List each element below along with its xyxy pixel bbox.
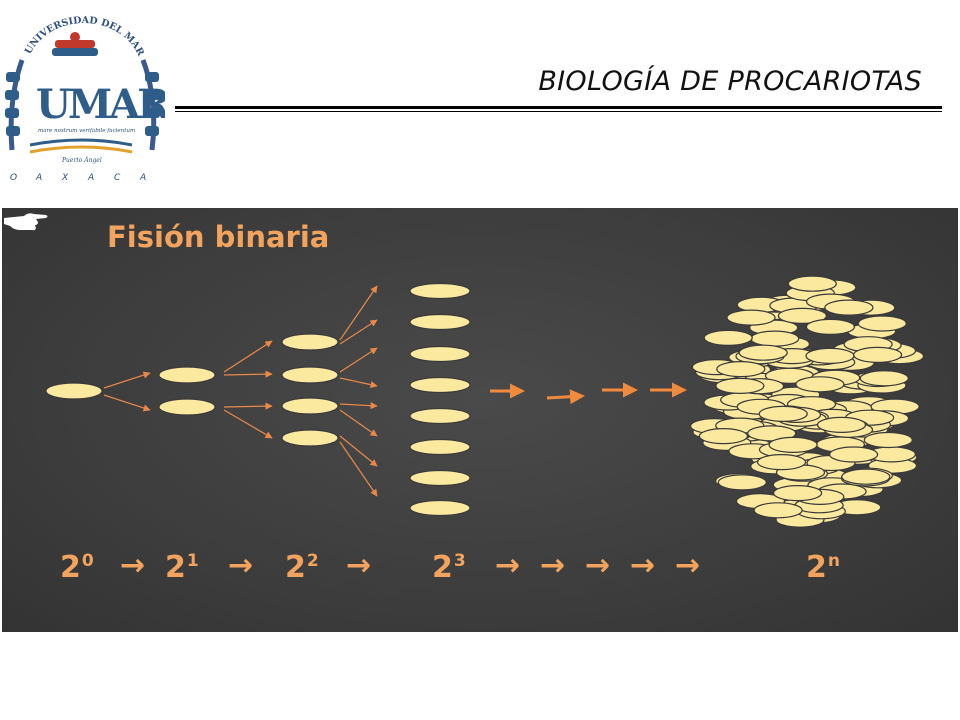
bacterial-cell [409, 407, 471, 425]
logo-motto: mare nostrum verifabile facientum [38, 128, 135, 134]
logo-state-letter: A [139, 173, 146, 183]
division-arrow [339, 319, 378, 345]
bacterial-cell [45, 382, 103, 400]
logo-state-letter: C [114, 173, 121, 183]
sequence-arrow: → [585, 548, 611, 583]
division-arrow [339, 409, 378, 437]
cluster-cell [805, 318, 856, 336]
cluster-cell [717, 474, 767, 491]
cluster-cell [750, 330, 800, 347]
division-arrow [339, 347, 378, 373]
bacterial-cell [409, 438, 471, 456]
cluster-cell [824, 299, 874, 316]
cluster-cell [715, 377, 765, 394]
division-arrow [223, 340, 273, 373]
bacterial-cell [158, 398, 216, 416]
division-arrow [103, 394, 151, 412]
power-2-0: 20 [60, 550, 94, 585]
cluster-cell [756, 454, 807, 471]
logo-state-letter: X [61, 173, 69, 183]
cluster-cell [828, 446, 879, 463]
division-arrow [339, 285, 378, 341]
title-rule [175, 106, 942, 109]
power-2-2: 22 [285, 550, 319, 585]
division-arrow [223, 402, 273, 410]
sequence-arrow: → [630, 548, 656, 583]
cluster-cell [698, 428, 749, 445]
cluster-cell [787, 275, 837, 292]
bacterial-cell [409, 499, 471, 517]
logo-monogram: UMAR [36, 81, 165, 128]
cluster-cell [805, 347, 855, 364]
bacterial-cell [158, 366, 216, 384]
cluster-cell [753, 502, 803, 519]
cluster-cell [859, 370, 909, 387]
cluster-cell [758, 405, 808, 422]
sequence-arrow: → [495, 548, 521, 583]
division-arrow [223, 370, 273, 378]
bacterial-cell [281, 397, 339, 415]
cluster-cell [863, 431, 913, 449]
division-arrow [339, 435, 378, 467]
power-2-1: 21 [165, 550, 199, 585]
bacterial-cell [281, 366, 339, 384]
bacterial-cell [281, 429, 339, 447]
bacterial-cell [281, 333, 339, 351]
cluster-cell [716, 361, 766, 378]
logo-campus: Puerto Ángel [61, 157, 102, 164]
division-arrow [339, 402, 378, 410]
cluster-cell [777, 307, 828, 325]
sequence-arrow: → [675, 548, 701, 583]
division-arrow [546, 389, 585, 405]
sequence-arrow: → [540, 548, 566, 583]
sequence-arrow: → [120, 548, 146, 583]
slide-title: BIOLOGÍA DE PROCARIOTAS [538, 66, 922, 97]
binary-fission-figure: Fisión binaria 20 → 21 → 22 → 23 → → → →… [2, 208, 958, 632]
cluster-cell [816, 416, 867, 433]
bacterial-cell [409, 376, 471, 394]
cluster-cell [795, 376, 845, 393]
bacterial-cell [409, 313, 471, 331]
power-2-3: 23 [432, 550, 466, 585]
division-arrow [339, 441, 378, 497]
cluster-cell [841, 468, 891, 485]
cluster-cell [738, 344, 788, 361]
sequence-arrow: → [228, 548, 254, 583]
bacterial-cell [409, 469, 471, 487]
cluster-cell [852, 346, 903, 363]
figure-title: Fisión binaria [107, 220, 330, 254]
university-logo: UNIVERSIDAD DEL MAR UMAR mare nostrum ve… [5, 15, 165, 183]
cluster-cell [772, 485, 823, 502]
division-arrow [339, 377, 378, 389]
power-2-n: 2n [806, 550, 840, 585]
cluster-cell [703, 329, 753, 346]
bacterial-cell [409, 282, 471, 300]
division-arrow [103, 371, 151, 389]
cluster-cell [726, 309, 776, 326]
division-arrow [223, 409, 273, 439]
fission-diagram [45, 275, 925, 528]
bacterial-cell [409, 345, 471, 363]
cluster-cell [857, 315, 907, 332]
cluster-cell [768, 436, 818, 453]
logo-state-letter: A [87, 173, 94, 183]
sequence-arrow: → [346, 548, 372, 583]
logo-state-letter: A [35, 173, 42, 183]
title-rule-thin [175, 111, 942, 112]
pointing-hand-icon [4, 213, 48, 231]
logo-state-letter: O [10, 173, 17, 183]
